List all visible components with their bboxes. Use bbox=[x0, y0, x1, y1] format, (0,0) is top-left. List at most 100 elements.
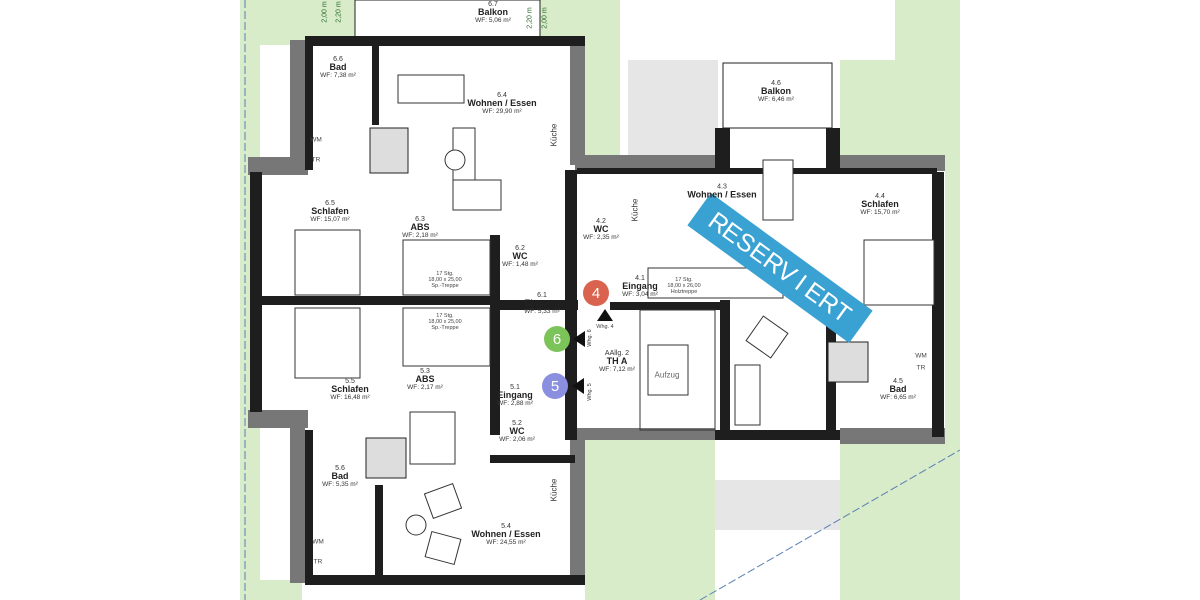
shafts bbox=[365, 127, 869, 479]
room-name: WC bbox=[509, 426, 525, 437]
tr-label: TR bbox=[313, 558, 323, 566]
room-area: WF: 2,35 m² bbox=[583, 233, 619, 241]
room-name: Balkon bbox=[760, 86, 792, 97]
room-area: WF: 2,88 m² bbox=[497, 399, 533, 407]
room-area: WF: 7,38 m² bbox=[320, 71, 356, 79]
roof-eaves bbox=[248, 40, 945, 583]
room-number: 4.6 bbox=[771, 80, 781, 88]
entrance-arrow-icon bbox=[573, 331, 585, 347]
room-name: WC bbox=[512, 251, 528, 262]
lawn-right bbox=[945, 160, 960, 460]
aufzug-label: Aufzug bbox=[654, 370, 680, 380]
room-number: 5.4 bbox=[501, 523, 511, 531]
room-area: WF: 2,18 m² bbox=[402, 231, 438, 239]
room-number: 6.2 bbox=[515, 245, 525, 253]
room-name: WC bbox=[593, 224, 609, 235]
room-number: 6.5 bbox=[325, 200, 335, 208]
wm-label: WM bbox=[310, 136, 322, 144]
room-name: Eingang bbox=[497, 390, 533, 401]
balcony-4-6 bbox=[722, 62, 833, 129]
stairs-lines bbox=[402, 239, 784, 431]
room-name: Schlafen bbox=[861, 199, 899, 210]
room-area: WF: 24,55 m² bbox=[486, 538, 526, 546]
entrance-label-whg-4: Whg. 4 bbox=[596, 323, 614, 330]
entrance-label-whg-6: Whg. 6 bbox=[587, 329, 593, 347]
kueche-label: Küche bbox=[549, 478, 559, 502]
room-number: 6.6 bbox=[333, 56, 343, 64]
room-number: 4.5 bbox=[893, 378, 903, 386]
dimension-label: 2,20 m bbox=[335, 1, 343, 23]
balcony-6-7 bbox=[354, 0, 541, 41]
wm-label: WM bbox=[915, 352, 927, 360]
room-number: 4.3 bbox=[717, 183, 727, 191]
kueche-label: Küche bbox=[630, 198, 640, 222]
room-name: Wohnen / Essen bbox=[471, 529, 541, 540]
lawn-bottom-mid bbox=[585, 440, 715, 600]
wm-label: WM bbox=[312, 538, 324, 546]
room-number: 4.4 bbox=[875, 193, 885, 201]
room-number: 6.7 bbox=[488, 1, 498, 9]
floor-bay bbox=[720, 440, 838, 480]
room-name: Eingang bbox=[622, 281, 658, 292]
room-name: Eingang bbox=[524, 298, 560, 309]
room-number: 5.6 bbox=[335, 465, 345, 473]
unit-badge-5[interactable]: 5 bbox=[542, 373, 568, 399]
room-name: Balkon bbox=[477, 7, 509, 18]
room-number: 6.4 bbox=[497, 92, 507, 100]
stair-type: Sp.-Treppe bbox=[431, 283, 459, 290]
paving-bottom bbox=[715, 480, 840, 530]
property-line bbox=[699, 449, 961, 600]
stair-steps: 17 Stg. bbox=[675, 276, 693, 283]
stair-size: 18,00 x 26,00 bbox=[667, 282, 701, 289]
stair-size: 18,00 x 25,00 bbox=[428, 318, 462, 325]
stair-type: Holztreppe bbox=[670, 289, 698, 296]
room-area: WF: 29,90 m² bbox=[482, 107, 522, 115]
stair-steps: 17 Stg. bbox=[436, 312, 454, 319]
room-name: ABS bbox=[415, 374, 435, 385]
paving-top bbox=[628, 60, 718, 160]
room-area: WF: 5,06 m² bbox=[475, 16, 511, 24]
room-name: Wohnen / Essen bbox=[467, 98, 537, 109]
lawn-top bbox=[302, 0, 357, 40]
room-name: ABS bbox=[410, 222, 430, 233]
unit-badge-4[interactable]: 4 bbox=[583, 280, 609, 306]
room-number: 5.5 bbox=[345, 378, 355, 386]
room-number: 5.2 bbox=[512, 420, 522, 428]
room-name: Schlafen bbox=[331, 384, 369, 395]
tr-label: TR bbox=[311, 156, 321, 164]
room-area: WF: 15,07 m² bbox=[310, 215, 350, 223]
tr-label: TR bbox=[916, 364, 926, 372]
room-number: 4.1 bbox=[635, 275, 645, 283]
room-area: WF: 6,46 m² bbox=[758, 95, 794, 103]
unit-badge-6[interactable]: 6 bbox=[544, 326, 570, 352]
room-area: WF: 3,04 m² bbox=[622, 290, 658, 298]
entrance-label-whg-5: Whg. 5 bbox=[587, 383, 593, 401]
room-area: WF: 5,33 m² bbox=[524, 307, 560, 315]
room-area: WF: 5,35 m² bbox=[322, 480, 358, 488]
lawn-right-top bbox=[840, 60, 960, 160]
room-name: Bad bbox=[889, 384, 907, 395]
dimension-label: 2,00 m bbox=[321, 1, 329, 23]
room-area: WF: 2,17 m² bbox=[407, 383, 443, 391]
room-area: WF: 7,12 m² bbox=[599, 365, 635, 373]
